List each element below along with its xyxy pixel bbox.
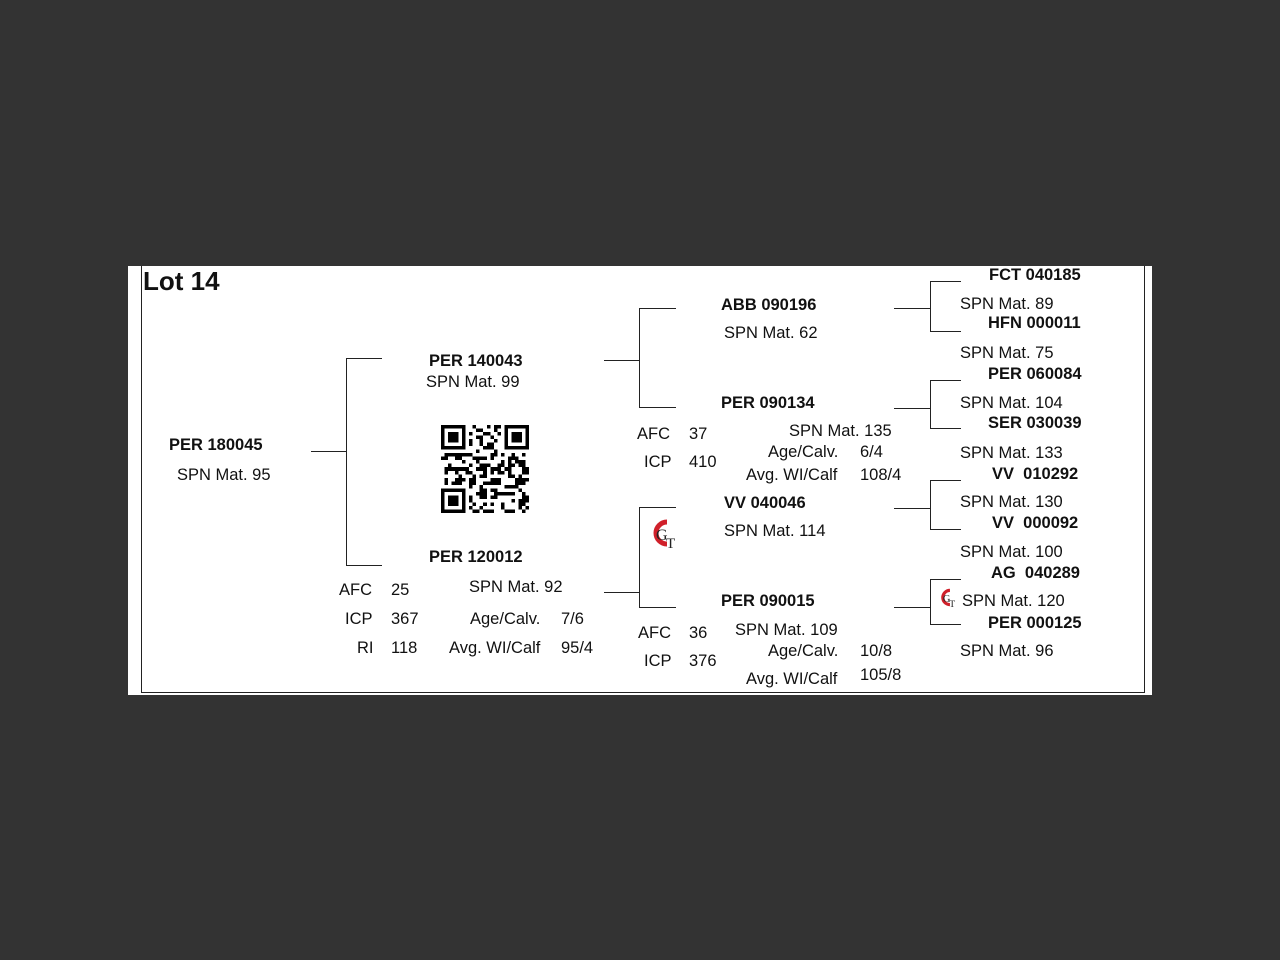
connector-line bbox=[930, 380, 961, 381]
dam-dam-spn: SPN Mat. 109 bbox=[735, 621, 838, 639]
dam-age: 7/6 bbox=[561, 610, 584, 628]
svg-text:T: T bbox=[949, 599, 955, 610]
sire-dam-wt: 108/4 bbox=[860, 466, 902, 484]
connector-line bbox=[894, 508, 930, 509]
dam-dam-icp-label: ICP bbox=[644, 652, 672, 670]
dam-dam-age: 10/8 bbox=[860, 642, 893, 660]
connector-line bbox=[346, 565, 382, 566]
connector-line bbox=[639, 308, 676, 309]
connector-line bbox=[930, 331, 961, 332]
sire-spn: SPN Mat. 99 bbox=[426, 373, 520, 391]
connector-line bbox=[930, 529, 961, 530]
gen3-id: AG 040289 bbox=[991, 564, 1080, 582]
connector-line bbox=[604, 360, 639, 361]
connector-line bbox=[639, 507, 640, 607]
sire-dam-icp: 410 bbox=[689, 453, 717, 471]
connector-line bbox=[346, 358, 347, 565]
dam-id: PER 120012 bbox=[429, 548, 523, 566]
dam-dam-id: PER 090015 bbox=[721, 592, 815, 610]
connector-line bbox=[639, 308, 640, 407]
sire-sire-id: ABB 090196 bbox=[721, 296, 817, 314]
connector-line bbox=[930, 428, 961, 429]
frame-line bbox=[1144, 266, 1145, 693]
svg-text:G: G bbox=[656, 527, 668, 544]
dam-dam-age-label: Age/Calv. bbox=[768, 642, 839, 660]
sire-sire-spn: SPN Mat. 62 bbox=[724, 324, 818, 342]
connector-line bbox=[930, 480, 961, 481]
gen3-spn: SPN Mat. 89 bbox=[960, 295, 1054, 313]
connector-line bbox=[930, 579, 961, 580]
gen3-id: FCT 040185 bbox=[989, 266, 1081, 284]
sire-dam-wt-label: Avg. WI/Calf bbox=[746, 466, 838, 484]
sire-dam-id: PER 090134 bbox=[721, 394, 815, 412]
sire-dam-age-label: Age/Calv. bbox=[768, 443, 839, 461]
connector-line bbox=[639, 607, 676, 608]
gen3-spn: SPN Mat. 133 bbox=[960, 444, 1063, 462]
gen3-id: HFN 000011 bbox=[988, 314, 1081, 332]
connector-line bbox=[639, 507, 676, 508]
dam-age-label: Age/Calv. bbox=[470, 610, 541, 628]
gen3-id: VV 010292 bbox=[992, 465, 1079, 483]
frame-line bbox=[141, 692, 1145, 693]
gen3-spn: SPN Mat. 100 bbox=[960, 543, 1063, 561]
sire-dam-age: 6/4 bbox=[860, 443, 883, 461]
dam-afc-label: AFC bbox=[339, 581, 372, 599]
dam-dam-wt-label: Avg. WI/Calf bbox=[746, 670, 838, 688]
gen3-id: PER 060084 bbox=[988, 365, 1082, 383]
gen3-id: VV 000092 bbox=[992, 514, 1079, 532]
connector-line bbox=[930, 624, 961, 625]
subject-spn: SPN Mat. 95 bbox=[177, 466, 271, 484]
connector-line bbox=[894, 308, 930, 309]
connector-line bbox=[930, 579, 931, 624]
sire-dam-icp-label: ICP bbox=[644, 453, 672, 471]
subject-id: PER 180045 bbox=[169, 436, 263, 454]
svg-text:T: T bbox=[666, 536, 675, 552]
dam-afc: 25 bbox=[391, 581, 410, 599]
dam-dam-afc: 36 bbox=[689, 624, 708, 642]
dam-dam-afc-label: AFC bbox=[638, 624, 671, 642]
pedigree-page bbox=[128, 266, 1152, 695]
dam-icp: 367 bbox=[391, 610, 419, 628]
dam-wt: 95/4 bbox=[561, 639, 594, 657]
sire-dam-afc: 37 bbox=[689, 425, 708, 443]
dam-dam-icp: 376 bbox=[689, 652, 717, 670]
connector-line bbox=[930, 281, 931, 331]
dam-icp-label: ICP bbox=[345, 610, 373, 628]
dam-wt-label: Avg. WI/Calf bbox=[449, 639, 541, 657]
gen3-spn: SPN Mat. 120 bbox=[962, 592, 1065, 610]
qr-code bbox=[441, 425, 529, 513]
sire-dam-spn: SPN Mat. 135 bbox=[789, 422, 892, 440]
connector-line bbox=[604, 592, 639, 593]
gt-logo-icon: G T bbox=[653, 519, 675, 552]
gen3-spn: SPN Mat. 75 bbox=[960, 344, 1054, 362]
svg-text:G: G bbox=[943, 594, 951, 605]
connector-line bbox=[930, 281, 961, 282]
dam-spn: SPN Mat. 92 bbox=[469, 578, 563, 596]
connector-line bbox=[930, 480, 931, 529]
gen3-id: SER 030039 bbox=[988, 414, 1082, 432]
gen3-spn: SPN Mat. 104 bbox=[960, 394, 1063, 412]
sire-dam-afc-label: AFC bbox=[637, 425, 670, 443]
dam-sire-spn: SPN Mat. 114 bbox=[724, 522, 826, 540]
connector-line bbox=[311, 451, 346, 452]
connector-line bbox=[930, 380, 931, 428]
connector-line bbox=[639, 407, 676, 408]
gt-logo-icon: G T bbox=[941, 588, 955, 610]
connector-line bbox=[894, 408, 930, 409]
frame-line bbox=[141, 266, 142, 693]
lot-title: Lot 14 bbox=[143, 266, 220, 296]
connector-line bbox=[894, 607, 930, 608]
sire-id: PER 140043 bbox=[429, 352, 523, 370]
gen3-id: PER 000125 bbox=[988, 614, 1082, 632]
dam-dam-wt: 105/8 bbox=[860, 666, 902, 684]
connector-line bbox=[346, 358, 382, 359]
dam-ri-label: RI bbox=[357, 639, 374, 657]
gen3-spn: SPN Mat. 130 bbox=[960, 493, 1063, 511]
gen3-spn: SPN Mat. 96 bbox=[960, 642, 1054, 660]
dam-sire-id: VV 040046 bbox=[724, 494, 806, 512]
dam-ri: 118 bbox=[391, 639, 418, 657]
